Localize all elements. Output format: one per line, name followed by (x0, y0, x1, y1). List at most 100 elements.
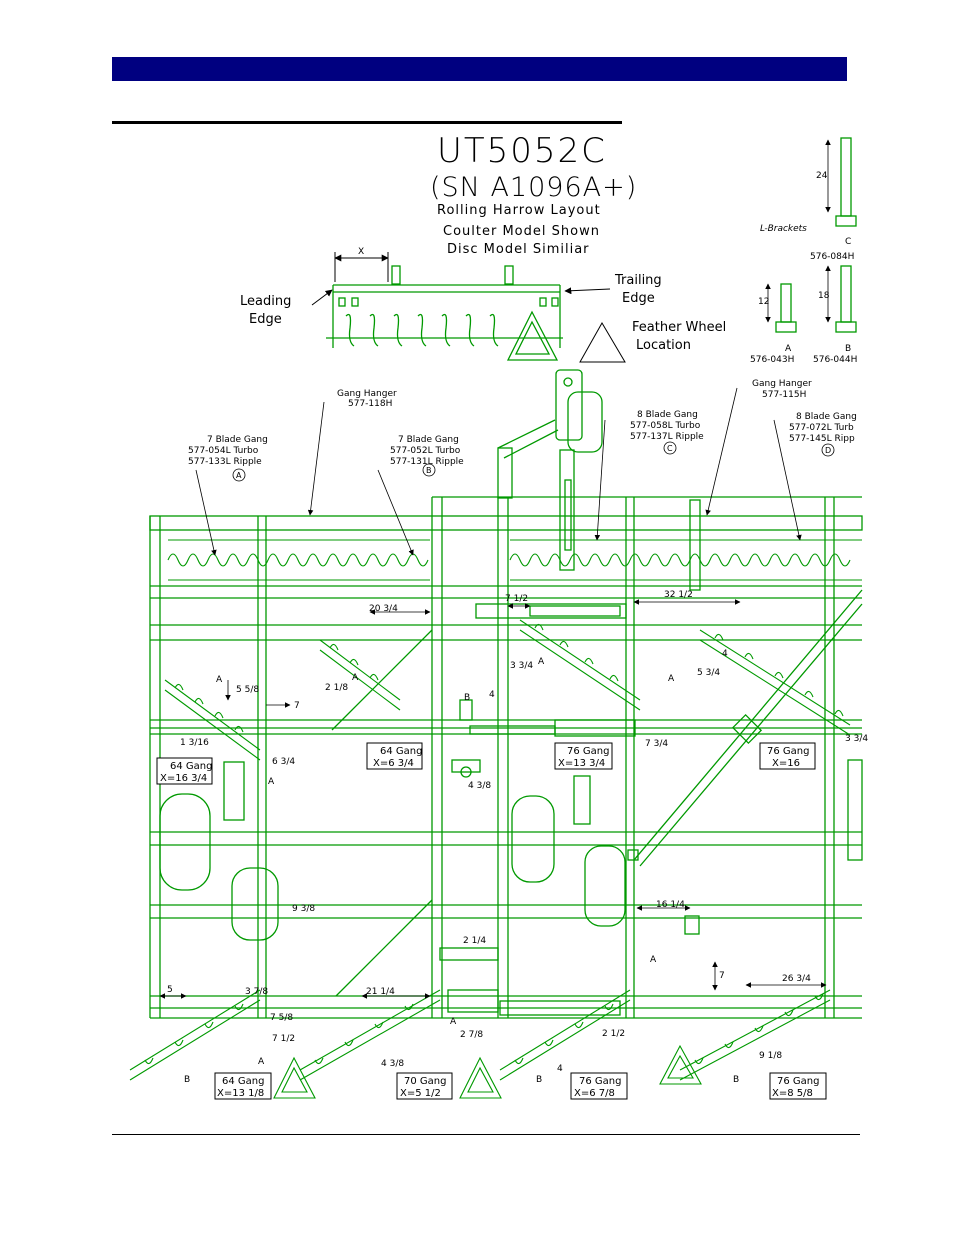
serial-title: (SN A1096A+) (430, 172, 637, 203)
gang-box-3-line-2: X=13 3/4 (558, 758, 605, 769)
gang-b-letter: B (426, 466, 432, 475)
model-title: UT5052C (437, 131, 607, 171)
header-bar (112, 57, 847, 81)
gang-c-turbo: 577-058L Turbo (630, 421, 701, 431)
dim-4-3-8-center: 4 3/8 (468, 781, 491, 791)
letter-a-4: A (538, 657, 545, 667)
title-line-3: Disc Model Similiar (447, 242, 590, 257)
title-block: UT5052C (SN A1096A+) Rolling Harrow Layo… (430, 131, 637, 257)
dim-3-3-4-top: 3 3/4 (510, 661, 533, 671)
letter-a-5: A (668, 674, 675, 684)
section-rule (112, 121, 622, 124)
dim-4-top: 4 (722, 649, 728, 659)
bracket-c-dim: 24 (816, 171, 828, 181)
letter-b-1: B (464, 693, 470, 703)
dim-5: 5 (167, 985, 173, 995)
gang-box-7-line-1: 76 Gang (579, 1076, 621, 1087)
dim-20-3-4: 20 3/4 (369, 604, 398, 614)
letter-a-3: A (352, 673, 359, 683)
gang-box-8-line-1: 76 Gang (777, 1076, 819, 1087)
dim-7-1-2-bottom: 7 1/2 (272, 1034, 295, 1044)
gang-box-8-line-2: X=8 5/8 (772, 1088, 813, 1099)
title-line-2: Coulter Model Shown (443, 224, 600, 239)
feather-wheel-line-1: Feather Wheel (632, 320, 726, 335)
gang-c-ripple: 577-137L Ripple (630, 432, 704, 442)
gang-hanger-right-part: 577-115H (762, 390, 806, 400)
bracket-a-dim: 12 (758, 297, 769, 307)
dim-7-left: 7 (294, 701, 300, 711)
l-brackets: 24 12 18 L-Brackets C 576-084H A 576-043… (750, 137, 857, 365)
trailing-edge-line-1: Trailing (614, 273, 662, 288)
inset-x-label: X (358, 247, 364, 257)
letter-a-8: A (258, 1057, 265, 1067)
letter-a-2: A (268, 777, 275, 787)
dim-4-3-8-bottom: 4 3/8 (381, 1059, 404, 1069)
feather-wheel-line-2: Location (636, 338, 691, 353)
leading-edge-line-2: Edge (249, 312, 282, 327)
gang-a-ripple: 577-133L Ripple (188, 457, 262, 467)
letter-a-1: A (216, 675, 223, 685)
bracket-b-letter: B (845, 344, 851, 354)
gang-box-3-line-1: 76 Gang (567, 746, 609, 757)
letter-a-6: A (650, 955, 657, 965)
l-brackets-label: L-Brackets (760, 224, 807, 234)
letter-b-4: B (733, 1075, 739, 1085)
gang-c-title: 8 Blade Gang (637, 410, 698, 420)
gang-callouts: Gang Hanger 577-118H Gang Hanger 577-115… (188, 379, 857, 556)
gang-b-ripple: 577-131L Ripple (390, 457, 464, 467)
dim-5-3-4: 5 3/4 (697, 668, 720, 678)
dim-21-1-4: 21 1/4 (366, 987, 395, 997)
dim-4-bottom: 4 (557, 1064, 563, 1074)
bracket-a-part: 576-043H (750, 355, 794, 365)
gang-boxes: 64 Gang X=16 3/4 64 Gang X=6 3/4 76 Gang… (156, 742, 827, 1100)
gang-a-letter: A (236, 471, 242, 480)
gang-hanger-left-part: 577-118H (348, 399, 392, 409)
dim-7-right: 7 (719, 971, 725, 981)
dim-1-3-16: 1 3/16 (180, 738, 209, 748)
bracket-c-part: 576-084H (810, 252, 854, 262)
gang-box-1-line-1: 64 Gang (170, 761, 212, 772)
dimension-lines (159, 599, 827, 999)
title-line-1: Rolling Harrow Layout (437, 203, 601, 218)
letter-a-7: A (450, 1017, 457, 1027)
gang-box-5-line-2: X=13 1/8 (217, 1088, 264, 1099)
gang-box-7-line-2: X=6 7/8 (574, 1088, 615, 1099)
bracket-b-part: 576-044H (813, 355, 857, 365)
dim-2-1-8: 2 1/8 (325, 683, 348, 693)
gang-hanger-right-title: Gang Hanger (752, 379, 812, 389)
gang-a-title: 7 Blade Gang (207, 435, 268, 445)
dim-32-1-2: 32 1/2 (664, 590, 693, 600)
gang-box-6-line-1: 70 Gang (404, 1076, 446, 1087)
gang-box-1-line-2: X=16 3/4 (160, 773, 207, 784)
inset-diagram: X Leading Edge Trailing Edge Feather Whe… (240, 247, 726, 363)
gang-box-4-line-2: X=16 (772, 758, 800, 769)
bracket-b-dim: 18 (818, 291, 830, 301)
dim-7-3-4: 7 3/4 (645, 739, 668, 749)
dim-7-1-2-top: 7 1/2 (505, 594, 528, 604)
dim-2-1-4: 2 1/4 (463, 936, 486, 946)
leading-edge-line-1: Leading (240, 294, 291, 309)
gang-hanger-left-title: Gang Hanger (337, 389, 397, 399)
dim-5-5-8: 5 5/8 (236, 685, 259, 695)
dimension-values: 7 1/2 32 1/2 20 3/4 4 3 3/4 2 1/8 5 3/4 … (167, 590, 868, 1074)
dim-6-3-4: 6 3/4 (272, 757, 295, 767)
dim-9-3-8: 9 3/8 (292, 904, 315, 914)
bracket-a-letter: A (785, 344, 792, 354)
gang-d-turbo: 577-072L Turb (789, 423, 854, 433)
dim-3-3-4-right: 3 3/4 (845, 734, 868, 744)
gang-c-letter: C (667, 444, 673, 453)
footer-rule (112, 1134, 860, 1135)
gang-box-4-line-1: 76 Gang (767, 746, 809, 757)
gang-box-2-line-1: 64 Gang (380, 746, 422, 757)
gang-d-letter: D (825, 446, 831, 455)
gang-d-title: 8 Blade Gang (796, 412, 857, 422)
trailing-edge-line-2: Edge (622, 291, 655, 306)
dim-16-1-4: 16 1/4 (656, 900, 685, 910)
gang-d-ripple: 577-145L Ripp (789, 434, 855, 444)
gang-box-2-line-2: X=6 3/4 (373, 758, 414, 769)
dim-4-center: 4 (489, 690, 495, 700)
dim-2-7-8: 2 7/8 (460, 1030, 483, 1040)
gang-a-turbo: 577-054L Turbo (188, 446, 259, 456)
bracket-c-letter: C (845, 237, 851, 247)
